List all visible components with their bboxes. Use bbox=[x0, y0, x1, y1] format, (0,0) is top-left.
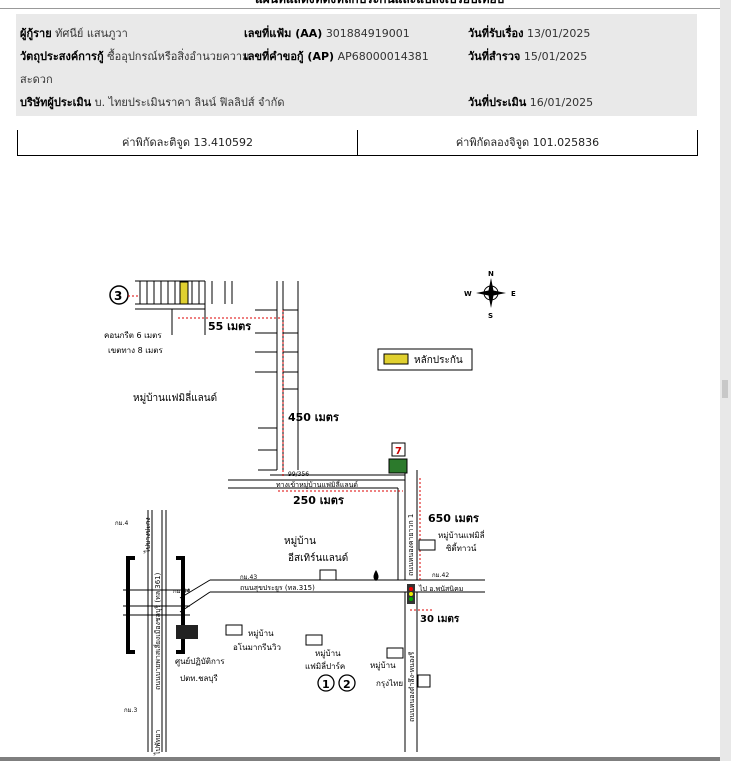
longitude-value: 101.025836 bbox=[532, 136, 600, 149]
village-ornamora-1: หมู่บ้าน bbox=[248, 629, 274, 639]
road-sukprayoon: ถนนสุขประยูร (ทล.315) bbox=[240, 584, 315, 592]
dist-55: 55 เมตร bbox=[208, 320, 251, 333]
latitude-value: 13.410592 bbox=[193, 136, 253, 149]
received-label: วันที่รับเรื่อง bbox=[468, 27, 524, 40]
seven-eleven-icon bbox=[391, 442, 406, 457]
request-no-label: เลขที่คำขอกู้ (AP) bbox=[244, 50, 335, 63]
village-family-city-2: ซิตี้ทาวน์ bbox=[446, 542, 477, 553]
svg-text:7: 7 bbox=[395, 446, 402, 457]
dist-450: 450 เมตร bbox=[288, 411, 339, 424]
house-icon bbox=[225, 624, 243, 636]
road-nongkhanak: ถนนหนองตำลึง-หนองรี bbox=[407, 651, 416, 722]
km43: กม.43 bbox=[240, 574, 257, 581]
marker-2 bbox=[338, 674, 356, 692]
appraiser-label: บริษัทผู้ประเมิน bbox=[20, 96, 92, 109]
request-no-value: AP68000014381 bbox=[337, 50, 429, 63]
purpose-value: ซื้ออุปกรณ์หรือสิ่งอำนวยความ bbox=[107, 50, 250, 63]
document-page: แผนที่แสดงที่ตั้งหลักประกันและแปลงเปรียบ… bbox=[0, 0, 720, 757]
village-family-city-1: หมู่บ้านแฟมิลี่ bbox=[438, 529, 485, 541]
village-east-green-1: หมู่บ้าน bbox=[284, 535, 316, 547]
house-icon bbox=[319, 569, 337, 581]
location-map: N S E W หลักประกัน 3 55 เมตร 450 เมตร 25… bbox=[104, 270, 516, 756]
info-panel: ผู้กู้ราย ทัศนีย์ แสนภูวา เลขที่แฟ้ม (AA… bbox=[16, 14, 697, 116]
compass-icon: N S E W bbox=[464, 270, 516, 320]
village-krungthai-2: กรุงไทย bbox=[376, 679, 403, 688]
km3: กม.3 bbox=[124, 707, 137, 714]
appraise-date-label: วันที่ประเมิน bbox=[468, 96, 527, 109]
entrance-label: ทางเข้าหมู่บ้านแฟมิลี่แลนด์ bbox=[276, 480, 358, 489]
to-pattaya: ไปพัทยา bbox=[153, 730, 162, 756]
coordinates-table: ค่าพิกัดละติจูด 13.410592 ค่าพิกัดลองจิจ… bbox=[17, 130, 698, 156]
applicant-value: ทัศนีย์ แสนภูวา bbox=[55, 27, 128, 40]
village-family-park-1: หมู่บ้าน bbox=[315, 649, 341, 659]
appraiser-value: บ. ไทยประเมินราคา ลินน์ ฟิลลิปส์ จำกัด bbox=[94, 96, 285, 109]
cell-divider bbox=[357, 130, 358, 155]
road-soi: ถนนหนองคายาวก 1 bbox=[407, 514, 415, 576]
ptt-depot-icon bbox=[176, 625, 198, 639]
page-top-border bbox=[0, 8, 720, 9]
km42: กม.42 bbox=[432, 572, 449, 579]
appraise-date-value: 16/01/2025 bbox=[529, 96, 594, 109]
legend-label: หลักประกัน bbox=[414, 355, 463, 366]
house-icon bbox=[305, 634, 323, 646]
compass-n: N bbox=[488, 270, 494, 278]
compass-e: E bbox=[511, 290, 516, 298]
compass-s: S bbox=[488, 312, 493, 320]
village-krungthai-1: หมู่บ้าน bbox=[370, 661, 396, 671]
collateral-plot bbox=[179, 281, 189, 305]
file-no-value: 301884919001 bbox=[325, 27, 410, 40]
file-no-label: เลขที่แฟ้ม (AA) bbox=[244, 27, 323, 40]
latitude-cell: ค่าพิกัดละติจูด 13.410592 bbox=[18, 130, 357, 155]
svg-text:1: 1 bbox=[322, 678, 330, 691]
center-1: ศูนย์ปฏิบัติการ bbox=[175, 656, 225, 667]
latitude-label: ค่าพิกัดละติจูด bbox=[122, 136, 190, 149]
road-highway: ถนนบายพาสเลี่ยงเมืองชลบุรี (ทล.361) bbox=[153, 572, 162, 690]
svg-text:2: 2 bbox=[343, 678, 351, 691]
svg-text:3: 3 bbox=[114, 289, 122, 303]
village-east-green-2: อีสเทิร์นแลนด์ bbox=[288, 552, 348, 564]
center-2: ปตท.ชลบุรี bbox=[180, 674, 219, 683]
longitude-cell: ค่าพิกัดลองจิจูด 101.025836 bbox=[358, 130, 697, 155]
house-icon bbox=[386, 647, 404, 659]
concrete-label: คอนกรีต 6 เมตร bbox=[104, 331, 162, 340]
applicant-label: ผู้กู้ราย bbox=[20, 27, 52, 40]
house-no: 99/356 bbox=[288, 471, 309, 478]
village-family-land: หมู่บ้านแฟมิลี่แลนด์ bbox=[133, 390, 217, 404]
village-family-park-2: แฟมิลี่ปาร์ค bbox=[305, 660, 345, 671]
survey-value: 15/01/2025 bbox=[523, 50, 588, 63]
easement-label: เขตทาง 8 เมตร bbox=[108, 346, 163, 355]
km44: กม.44 bbox=[173, 588, 190, 595]
received-value: 13/01/2025 bbox=[526, 27, 591, 40]
marker-1 bbox=[317, 674, 335, 692]
seven-eleven-sign bbox=[388, 458, 408, 474]
house-icon bbox=[418, 539, 436, 551]
dist-650: 650 เมตร bbox=[428, 512, 479, 525]
dist-30: 30 เมตร bbox=[420, 614, 460, 625]
scrollbar-thumb[interactable] bbox=[722, 380, 728, 398]
legend-swatch bbox=[383, 353, 409, 365]
purpose-value-cont: สะดวก bbox=[20, 73, 53, 86]
dist-250: 250 เมตร bbox=[293, 494, 344, 507]
village-ornamora-2: อโนมากรีนวิว bbox=[233, 642, 281, 652]
gas-station-icon bbox=[373, 570, 379, 581]
compass-w: W bbox=[464, 290, 472, 298]
to-bangpakong: ไปบางปะกง bbox=[143, 517, 152, 554]
to-phanat: ไป อ.พนัสนิคม bbox=[418, 584, 463, 593]
vertical-scrollbar[interactable] bbox=[720, 0, 731, 761]
longitude-label: ค่าพิกัดลองจิจูด bbox=[455, 136, 530, 149]
seven-eleven-icon-2 bbox=[417, 674, 431, 688]
km4: กม.4 bbox=[115, 520, 128, 527]
purpose-label: วัตถุประสงค์การกู้ bbox=[20, 50, 104, 63]
survey-label: วันที่สำรวจ bbox=[468, 50, 521, 63]
marker-3 bbox=[109, 285, 129, 305]
page-title: แผนที่แสดงที่ตั้งหลักประกันและแปลงเปรียบ… bbox=[255, 0, 504, 9]
